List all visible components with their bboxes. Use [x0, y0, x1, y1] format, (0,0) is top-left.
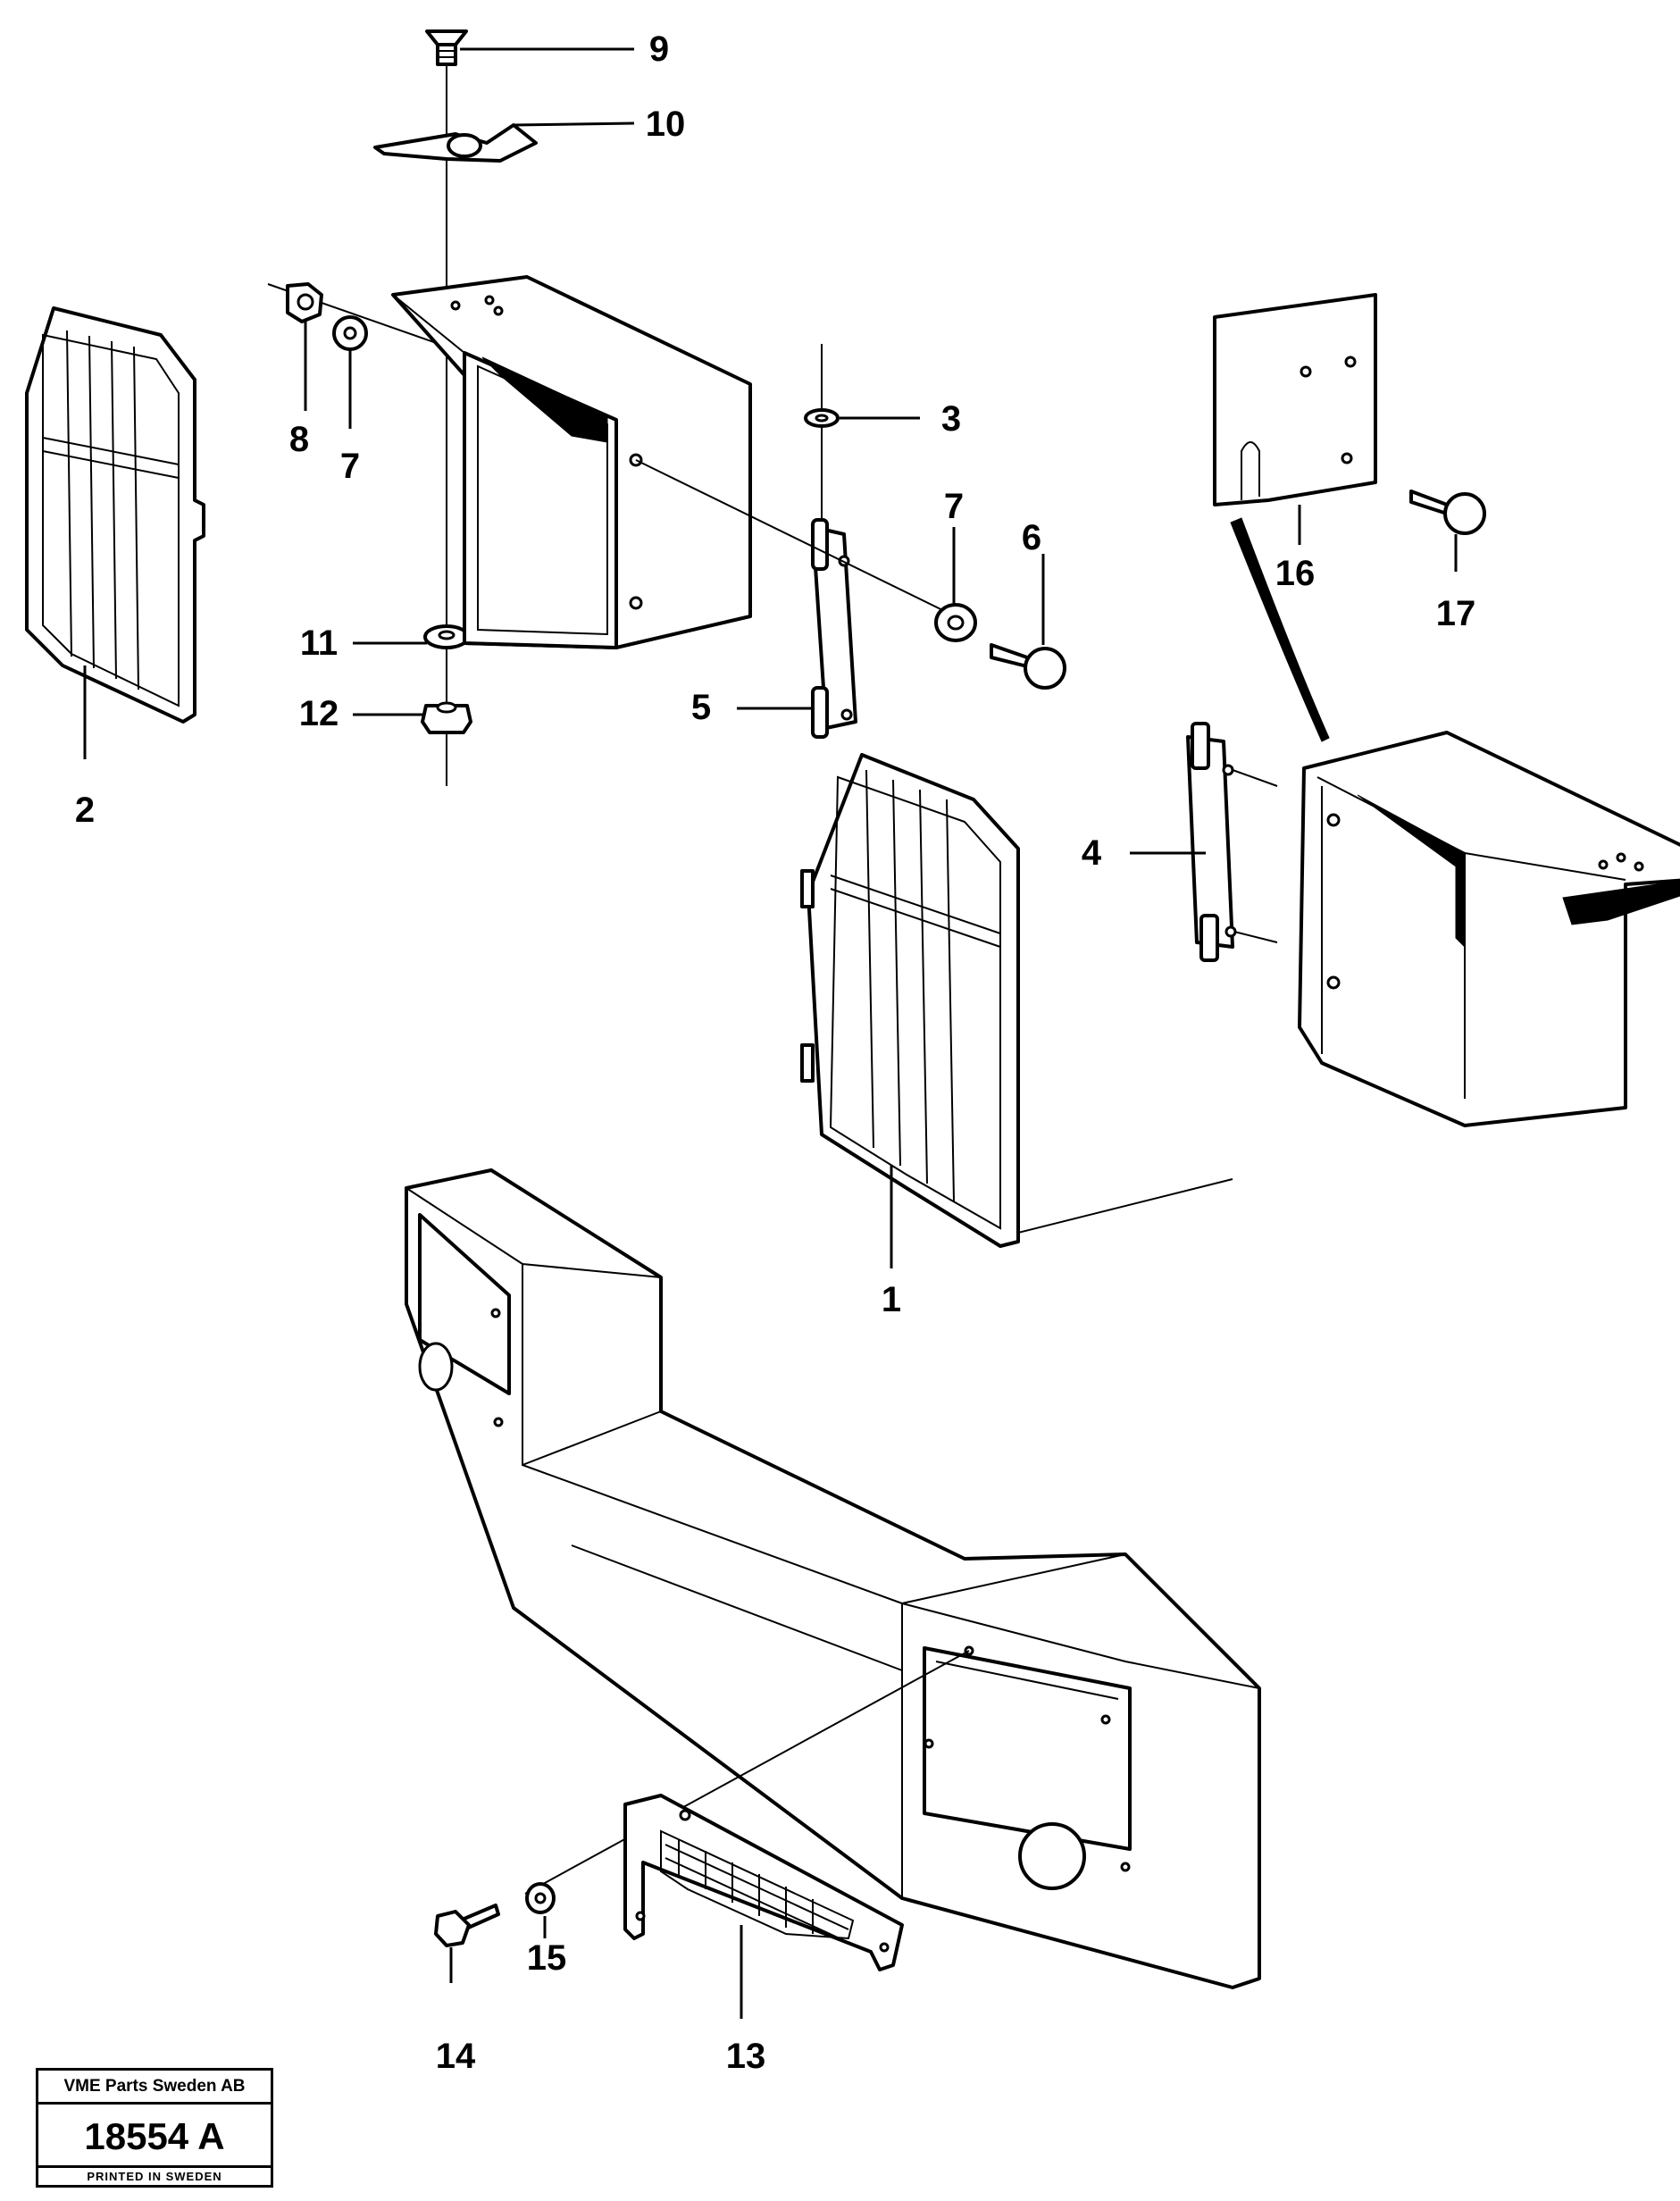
callout-13: 13 — [726, 2037, 766, 2076]
mesh-grille-part-13 — [623, 1794, 904, 1971]
callout-1: 1 — [882, 1280, 901, 1319]
nut-part-8 — [286, 282, 323, 323]
washer-part-15 — [525, 1882, 556, 1914]
company-name: VME Parts Sweden AB — [38, 2071, 271, 2105]
callout-6: 6 — [1022, 518, 1041, 557]
title-block: VME Parts Sweden AB 18554 A PRINTED IN S… — [36, 2068, 273, 2188]
callout-7-left: 7 — [340, 447, 360, 486]
wing-nut-part-10 — [373, 123, 538, 163]
callout-9: 9 — [649, 29, 669, 69]
washer-part-3 — [804, 408, 840, 428]
callout-14: 14 — [436, 2037, 476, 2076]
callout-3: 3 — [941, 399, 961, 439]
washer-part-7-left — [332, 315, 368, 351]
grille-part-2 — [25, 306, 205, 759]
leader-lines — [304, 47, 1458, 855]
plate-part-16 — [1213, 293, 1377, 506]
callout-4: 4 — [1082, 833, 1102, 873]
bolt-part-17 — [1409, 490, 1486, 535]
callout-15: 15 — [527, 1938, 567, 1978]
drawing-number: 18554 A — [84, 2115, 225, 2157]
bumper-housing — [405, 1168, 1261, 1989]
callout-5: 5 — [691, 688, 711, 727]
lamp-housing-upper — [391, 275, 752, 649]
lamp-housing-right — [1298, 731, 1680, 1127]
callout-7-right: 7 — [944, 487, 964, 526]
callout-16: 16 — [1275, 554, 1316, 593]
callout-10: 10 — [646, 105, 686, 144]
washer-part-11 — [423, 624, 470, 649]
printed-note: PRINTED IN SWEDEN — [38, 2165, 271, 2185]
callouts: 1 2 3 4 5 6 7 7 8 9 10 11 12 13 14 15 16… — [75, 29, 1475, 2076]
callout-2: 2 — [75, 791, 95, 830]
bracket-part-4 — [1186, 722, 1237, 962]
bolt-part-6 — [990, 643, 1066, 690]
hinge-part-5 — [811, 518, 857, 739]
callout-8: 8 — [289, 420, 309, 459]
washer-part-7-right — [934, 603, 977, 642]
callout-11: 11 — [300, 623, 338, 663]
bolt-part-14 — [434, 1904, 500, 1947]
callout-12: 12 — [299, 694, 339, 733]
nut-part-12 — [421, 701, 472, 734]
grille-part-1 — [800, 753, 1020, 1268]
callout-17: 17 — [1436, 594, 1476, 633]
